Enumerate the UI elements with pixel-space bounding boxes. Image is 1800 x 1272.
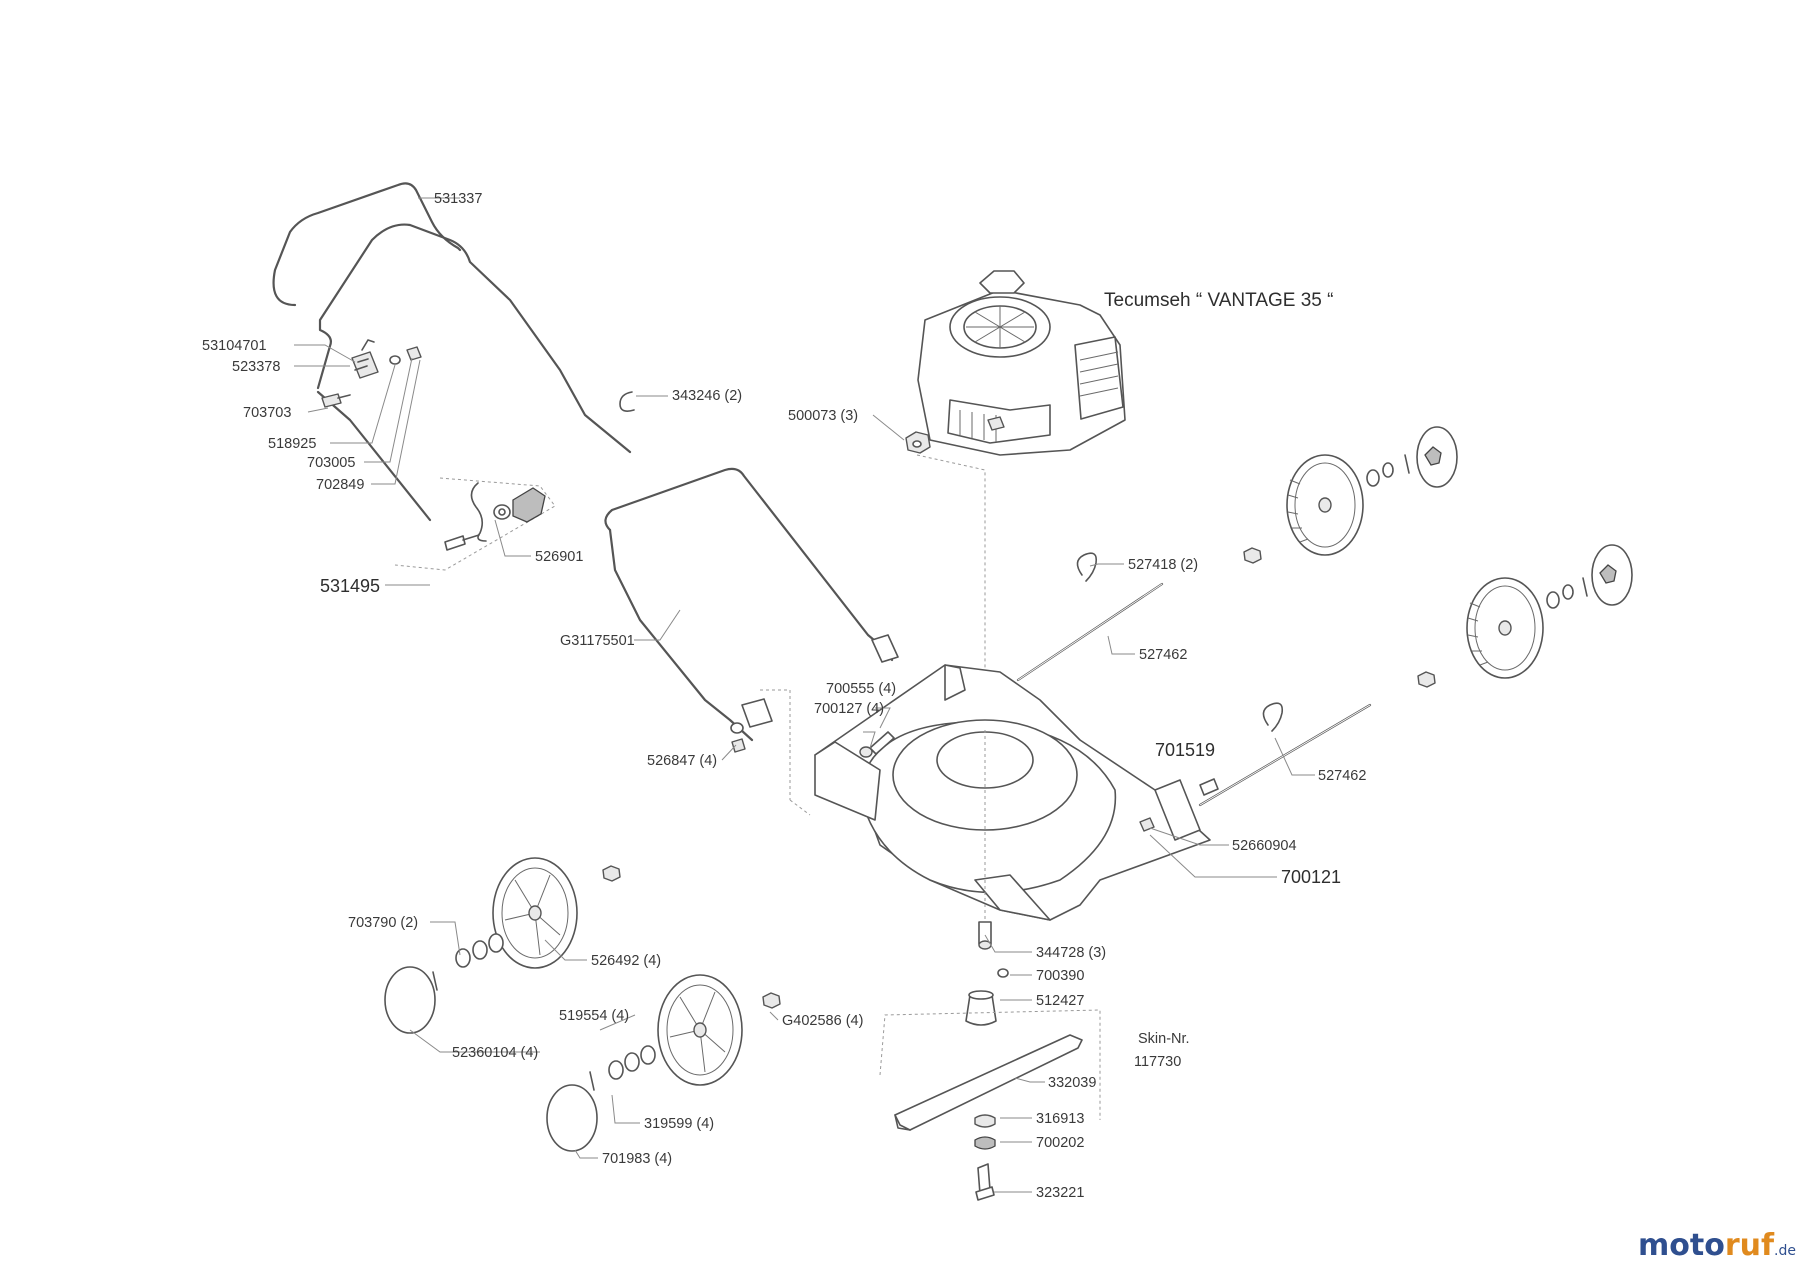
label-319599: 319599 (4) [644,1116,714,1132]
nut-front-lower [762,992,781,1009]
nut-front-upper [602,865,621,882]
label-527462b: 527462 [1318,768,1366,784]
nut-rear-lower [1417,671,1436,688]
label-344728: 344728 (3) [1036,945,1106,961]
label-703703: 703703 [243,405,291,421]
label-703005: 703005 [307,455,355,471]
label-527418: 527418 (2) [1128,557,1198,573]
label-52360104: 52360104 (4) [452,1045,538,1061]
hairpin-527418a [1076,552,1098,582]
label-700202: 700202 [1036,1135,1084,1151]
blade-assembly [879,730,1101,1201]
label-702849: 702849 [316,477,364,493]
label-700555: 700555 (4) [826,681,896,697]
clip-343246 [619,391,635,412]
axle-rear [1016,582,1164,682]
label-701519: 701519 [1155,740,1215,760]
nut-rear-upper [1243,547,1262,564]
lower-handle [604,467,899,816]
label-53104701: 53104701 [202,338,267,354]
quick-release-kit [394,477,556,571]
skin-label-line2: 117730 [1134,1054,1181,1070]
watermark-suffix: .de [1774,1243,1796,1259]
front-wheel-upper [384,857,578,1034]
label-G402586: G402586 (4) [782,1013,863,1029]
knob-bolt-assembly [321,339,422,408]
bolt-nut-526847 [730,722,746,753]
label-519554: 519554 (4) [559,1008,629,1024]
rear-wheel-lower [1466,544,1633,679]
front-wheel-lower [546,974,743,1152]
label-700121: 700121 [1281,867,1341,887]
label-343246: 343246 (2) [672,388,742,404]
part-labels: 531337 53104701 523378 703703 518925 703… [202,191,1366,1201]
label-526847: 526847 (4) [647,753,717,769]
bolt-700555 [859,731,895,758]
label-531495: 531495 [320,576,380,596]
label-512427: 512427 [1036,993,1084,1009]
label-526492: 526492 (4) [591,953,661,969]
axle-front [1198,703,1372,807]
watermark-part2: ruf [1725,1228,1775,1263]
label-500073: 500073 (3) [788,408,858,424]
leader-lines [294,197,1315,1193]
watermark-logo: motoruf.de [1638,1228,1796,1263]
label-332039: 332039 [1048,1075,1096,1091]
svg-text:motoruf.de: motoruf.de [1638,1228,1796,1263]
label-52660904: 52660904 [1232,838,1297,854]
engine-label: Tecumseh “ VANTAGE 35 “ [1104,290,1333,311]
label-523378: 523378 [232,359,280,375]
label-703790: 703790 (2) [348,915,418,931]
label-700127: 700127 (4) [814,701,884,717]
label-323221: 323221 [1036,1185,1084,1201]
engine [917,270,1126,456]
label-700390: 700390 [1036,968,1084,984]
label-316913: 316913 [1036,1111,1084,1127]
label-518925: 518925 [268,436,316,452]
mower-deck [814,664,1211,921]
hairpin-527418b [1262,702,1284,732]
nut-500073 [905,431,931,454]
label-531337: 531337 [434,191,482,207]
label-526901: 526901 [535,549,583,565]
label-G31175501: G31175501 [560,633,635,649]
label-527462a: 527462 [1139,647,1187,663]
bolt-front-axle [1199,778,1219,796]
rear-wheel-upper [1286,426,1458,556]
skin-label-line1: Skin-Nr. [1138,1031,1190,1047]
watermark-part1: moto [1638,1228,1725,1263]
label-701983: 701983 (4) [602,1151,672,1167]
